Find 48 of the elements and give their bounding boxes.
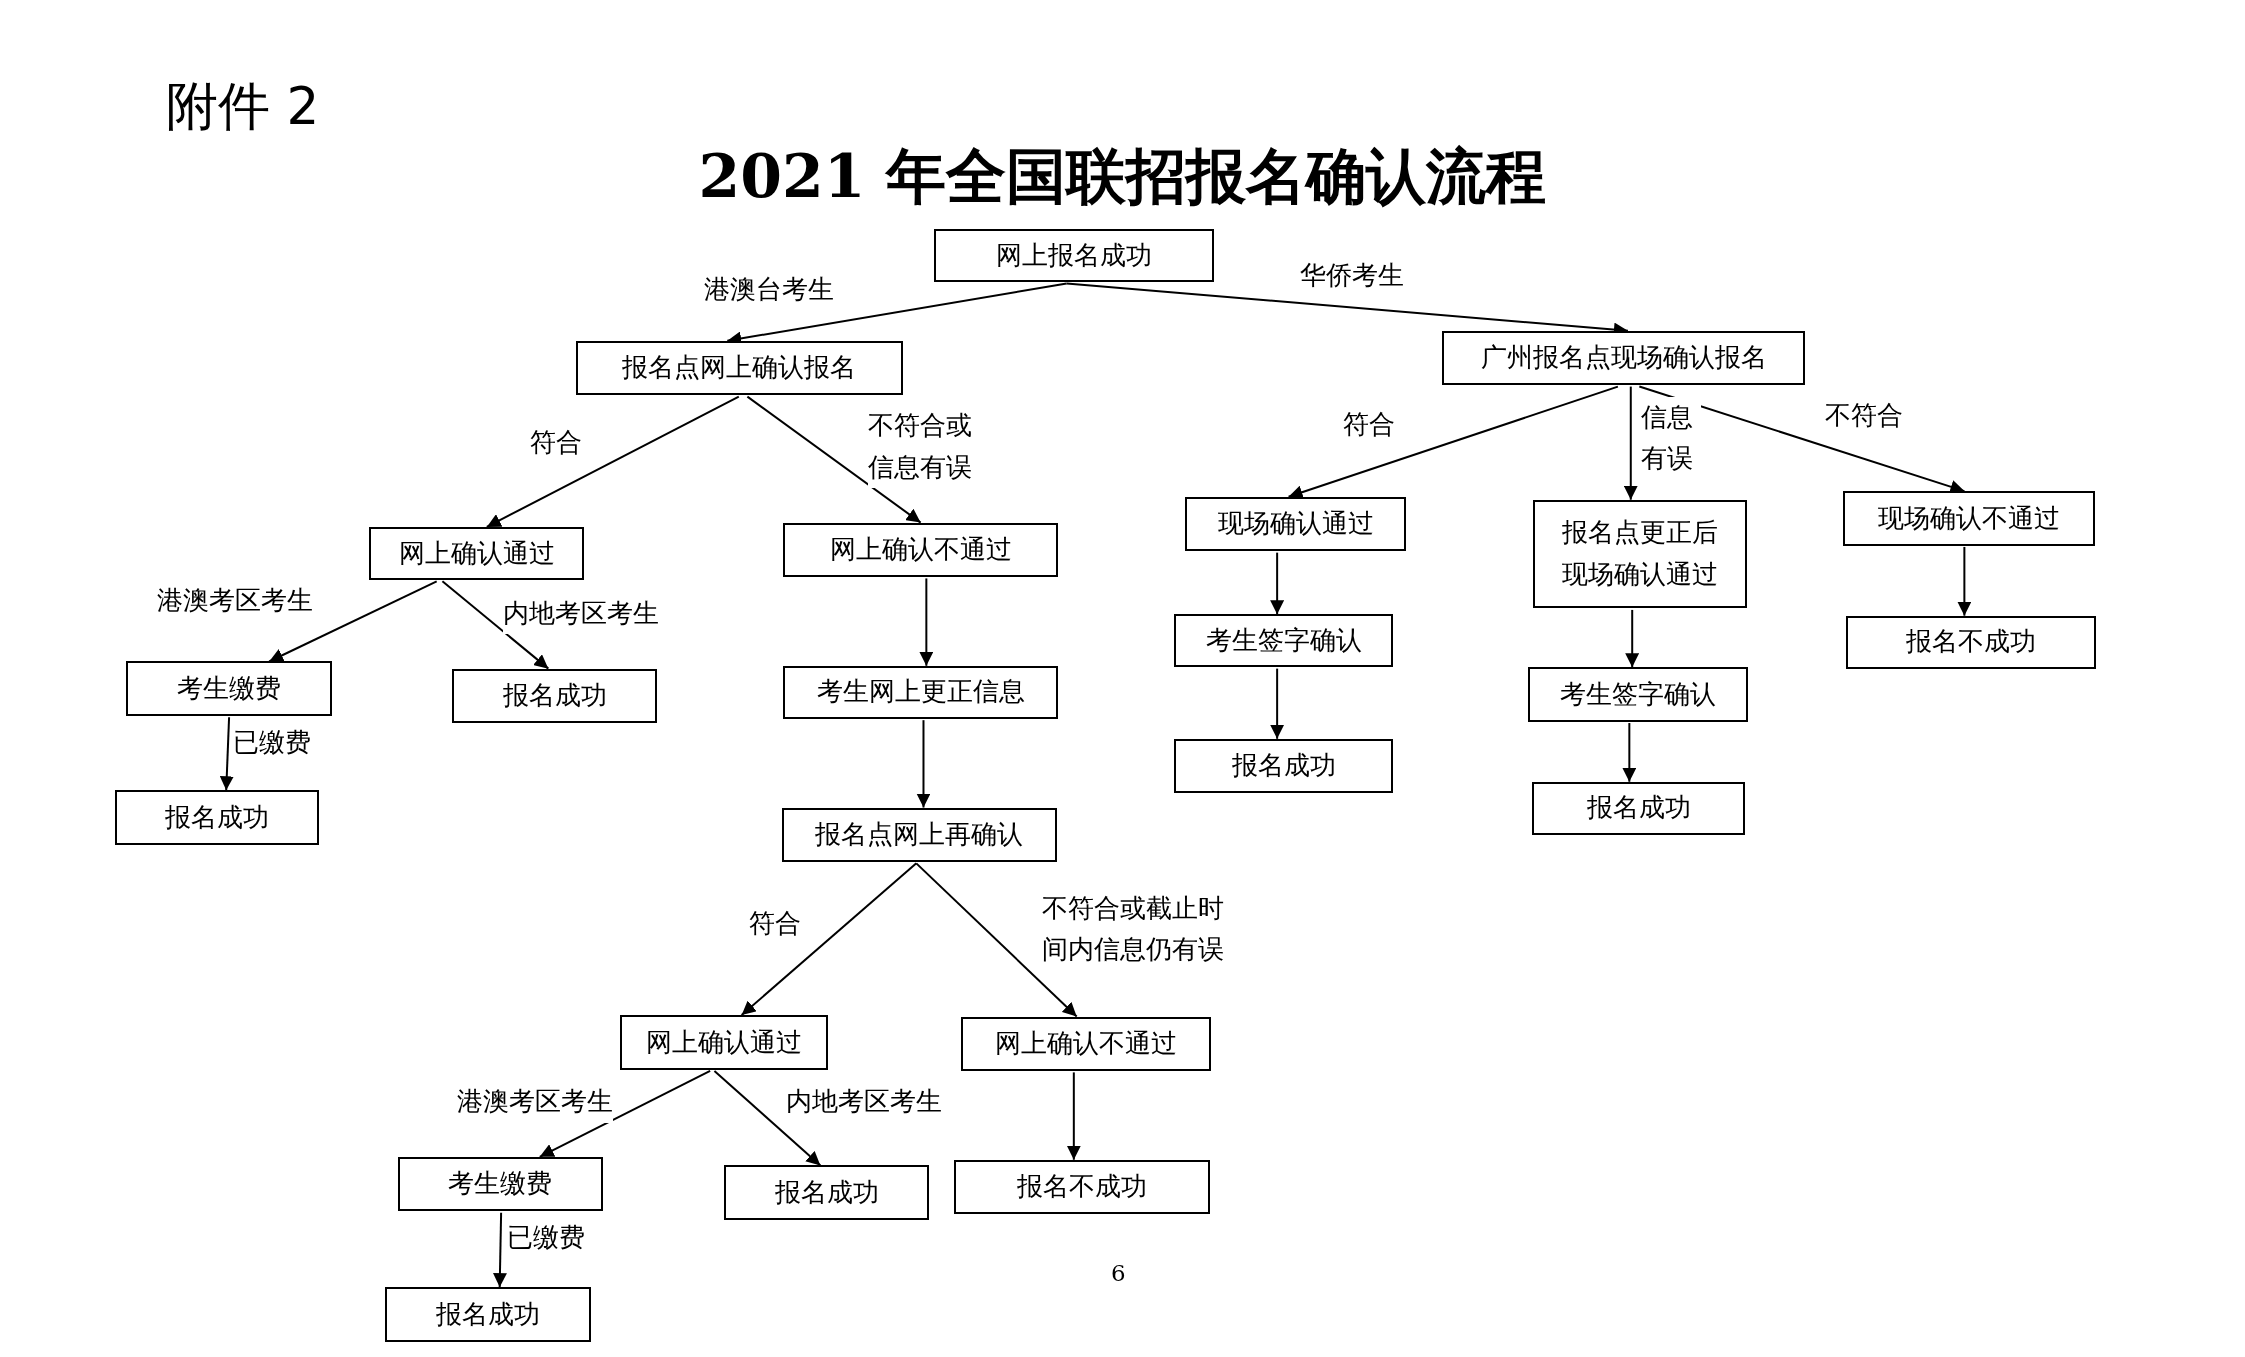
process-box: 考生缴费 (126, 661, 333, 716)
process-box: 现场确认通过 (1185, 496, 1406, 552)
arrow (713, 1069, 822, 1167)
arrow (268, 580, 438, 663)
process-box: 报名不成功 (1845, 615, 2097, 669)
process-box: 报名成功 (452, 668, 658, 724)
arrow (746, 395, 922, 524)
arrow (492, 1211, 507, 1289)
process-box: 广州报名点现场确认报名 (1441, 330, 1806, 386)
process-box: 报名成功 (1174, 738, 1394, 794)
arrow (1270, 551, 1285, 616)
arrow (1287, 385, 1619, 499)
process-box: 网上确认通过 (369, 526, 585, 580)
process-box: 报名成功 (1531, 781, 1746, 835)
process-box: 考生网上更正信息 (783, 665, 1059, 719)
arrow (1623, 385, 1638, 501)
process-box: 现场确认不通过 (1842, 491, 2095, 546)
arrow (919, 577, 934, 667)
arrow (1638, 385, 1966, 494)
process-box: 报名点网上再确认 (781, 807, 1057, 862)
arrow (485, 395, 740, 528)
process-box: 考生缴费 (398, 1156, 603, 1212)
process-box: 报名点网上确认报名 (575, 340, 904, 396)
process-box: 网上确认不通过 (783, 522, 1059, 577)
page-number: 6 (1111, 1259, 1126, 1286)
arrow (1066, 1071, 1081, 1161)
arrow (740, 862, 918, 1017)
arrow (1625, 608, 1640, 669)
process-box: 网上确认不通过 (960, 1016, 1212, 1071)
process-box: 考生签字确认 (1527, 667, 1749, 722)
arrow (1622, 722, 1637, 783)
arrow (915, 862, 1078, 1018)
process-box: 报名成功 (724, 1165, 930, 1220)
title: 2021 年全国联招报名确认流程 (698, 141, 1547, 212)
process-box: 网上确认通过 (619, 1015, 828, 1070)
arrow (1270, 667, 1285, 740)
arrow (441, 580, 550, 670)
process-box: 网上报名成功 (933, 229, 1215, 283)
arrow (219, 716, 234, 792)
arrow (538, 1069, 712, 1158)
attachment-label: 附件 2 (166, 74, 320, 138)
process-box: 报名点更正后现场确认通过 (1533, 499, 1747, 609)
arrow (1957, 545, 1972, 617)
process-box: 报名成功 (385, 1287, 592, 1342)
arrow (916, 719, 931, 809)
process-box: 报名成功 (114, 790, 320, 845)
process-box: 考生签字确认 (1174, 614, 1394, 668)
process-box: 报名不成功 (953, 1159, 1210, 1215)
